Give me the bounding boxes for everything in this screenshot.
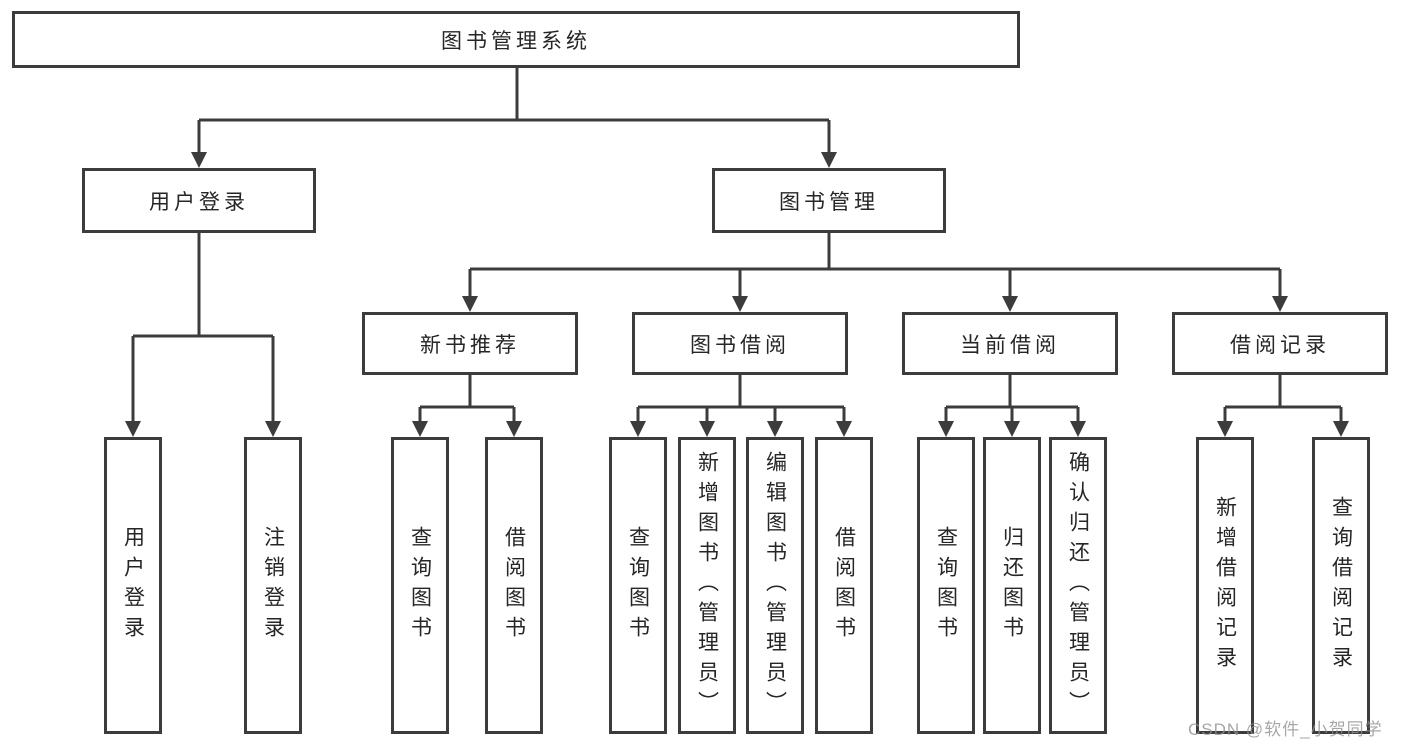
connector-borrow-to-leaves	[636, 375, 846, 423]
node-root: 图书管理系统	[12, 11, 1020, 68]
leaf-query-book-1: 查询图书	[391, 437, 449, 734]
leaf-add-book-admin: 新增图书（管理员）	[678, 437, 736, 734]
leaf-add-borrow-record: 新增借阅记录	[1196, 437, 1254, 734]
arrowhead	[938, 421, 954, 437]
leaf-label: 编辑图书（管理员）	[763, 450, 787, 721]
arrowhead	[699, 421, 715, 437]
arrowhead	[1002, 296, 1018, 312]
connector-login-to-leaves	[131, 233, 275, 423]
leaf-label: 借阅图书	[502, 525, 526, 646]
watermark-text: CSDN @软件_小贺同学	[1188, 720, 1383, 739]
node-book-borrow-label: 图书借阅	[690, 333, 790, 357]
node-borrow-records: 借阅记录	[1172, 312, 1388, 375]
connector-root-to-level2	[197, 68, 831, 154]
leaf-borrow-book-1: 借阅图书	[485, 437, 543, 734]
connector-manage-to-level3	[468, 233, 1282, 298]
arrowhead	[125, 421, 141, 437]
arrowhead	[1333, 421, 1349, 437]
arrowhead	[191, 152, 207, 168]
node-root-label: 图书管理系统	[441, 29, 591, 53]
arrowhead	[732, 296, 748, 312]
leaf-label: 查询图书	[408, 525, 432, 646]
leaf-label: 新增图书（管理员）	[695, 450, 719, 721]
arrowhead	[630, 421, 646, 437]
arrowhead	[1217, 421, 1233, 437]
leaf-edit-book-admin: 编辑图书（管理员）	[746, 437, 804, 734]
leaf-confirm-return-admin: 确认归还（管理员）	[1049, 437, 1107, 734]
leaf-label: 查询借阅记录	[1329, 495, 1353, 676]
leaf-query-book-2: 查询图书	[609, 437, 667, 734]
connector-records-to-leaves	[1223, 375, 1343, 423]
node-book-borrow: 图书借阅	[632, 312, 848, 375]
leaf-label: 确认归还（管理员）	[1066, 450, 1090, 721]
arrowhead	[462, 296, 478, 312]
leaf-logout: 注销登录	[244, 437, 302, 734]
arrowhead	[1004, 421, 1020, 437]
leaf-label: 注销登录	[261, 525, 285, 646]
node-current-borrow: 当前借阅	[902, 312, 1118, 375]
leaf-return-book: 归还图书	[983, 437, 1041, 734]
leaf-label: 借阅图书	[832, 525, 856, 646]
leaf-label: 新增借阅记录	[1213, 495, 1237, 676]
arrowhead	[412, 421, 428, 437]
leaf-borrow-book-2: 借阅图书	[815, 437, 873, 734]
leaf-query-borrow-record: 查询借阅记录	[1312, 437, 1370, 734]
leaf-user-login: 用户登录	[104, 437, 162, 734]
arrowhead	[1272, 296, 1288, 312]
arrowhead	[836, 421, 852, 437]
arrowhead	[1070, 421, 1086, 437]
leaf-label: 用户登录	[121, 525, 145, 646]
node-borrow-records-label: 借阅记录	[1230, 333, 1330, 357]
node-user-login-label: 用户登录	[149, 190, 249, 214]
node-current-borrow-label: 当前借阅	[960, 333, 1060, 357]
node-new-book-recommend: 新书推荐	[362, 312, 578, 375]
connector-recommend-to-leaves	[418, 375, 516, 423]
arrowhead	[506, 421, 522, 437]
leaf-label: 归还图书	[1000, 525, 1024, 646]
leaf-label: 查询图书	[934, 525, 958, 646]
arrowhead	[265, 421, 281, 437]
node-new-book-recommend-label: 新书推荐	[420, 333, 520, 357]
arrowhead	[821, 152, 837, 168]
leaf-label: 查询图书	[626, 525, 650, 646]
leaf-query-book-3: 查询图书	[917, 437, 975, 734]
arrowhead	[767, 421, 783, 437]
node-user-login: 用户登录	[82, 168, 316, 233]
node-book-manage-label: 图书管理	[779, 190, 879, 214]
connector-current-to-leaves	[944, 375, 1080, 423]
node-book-manage: 图书管理	[712, 168, 946, 233]
